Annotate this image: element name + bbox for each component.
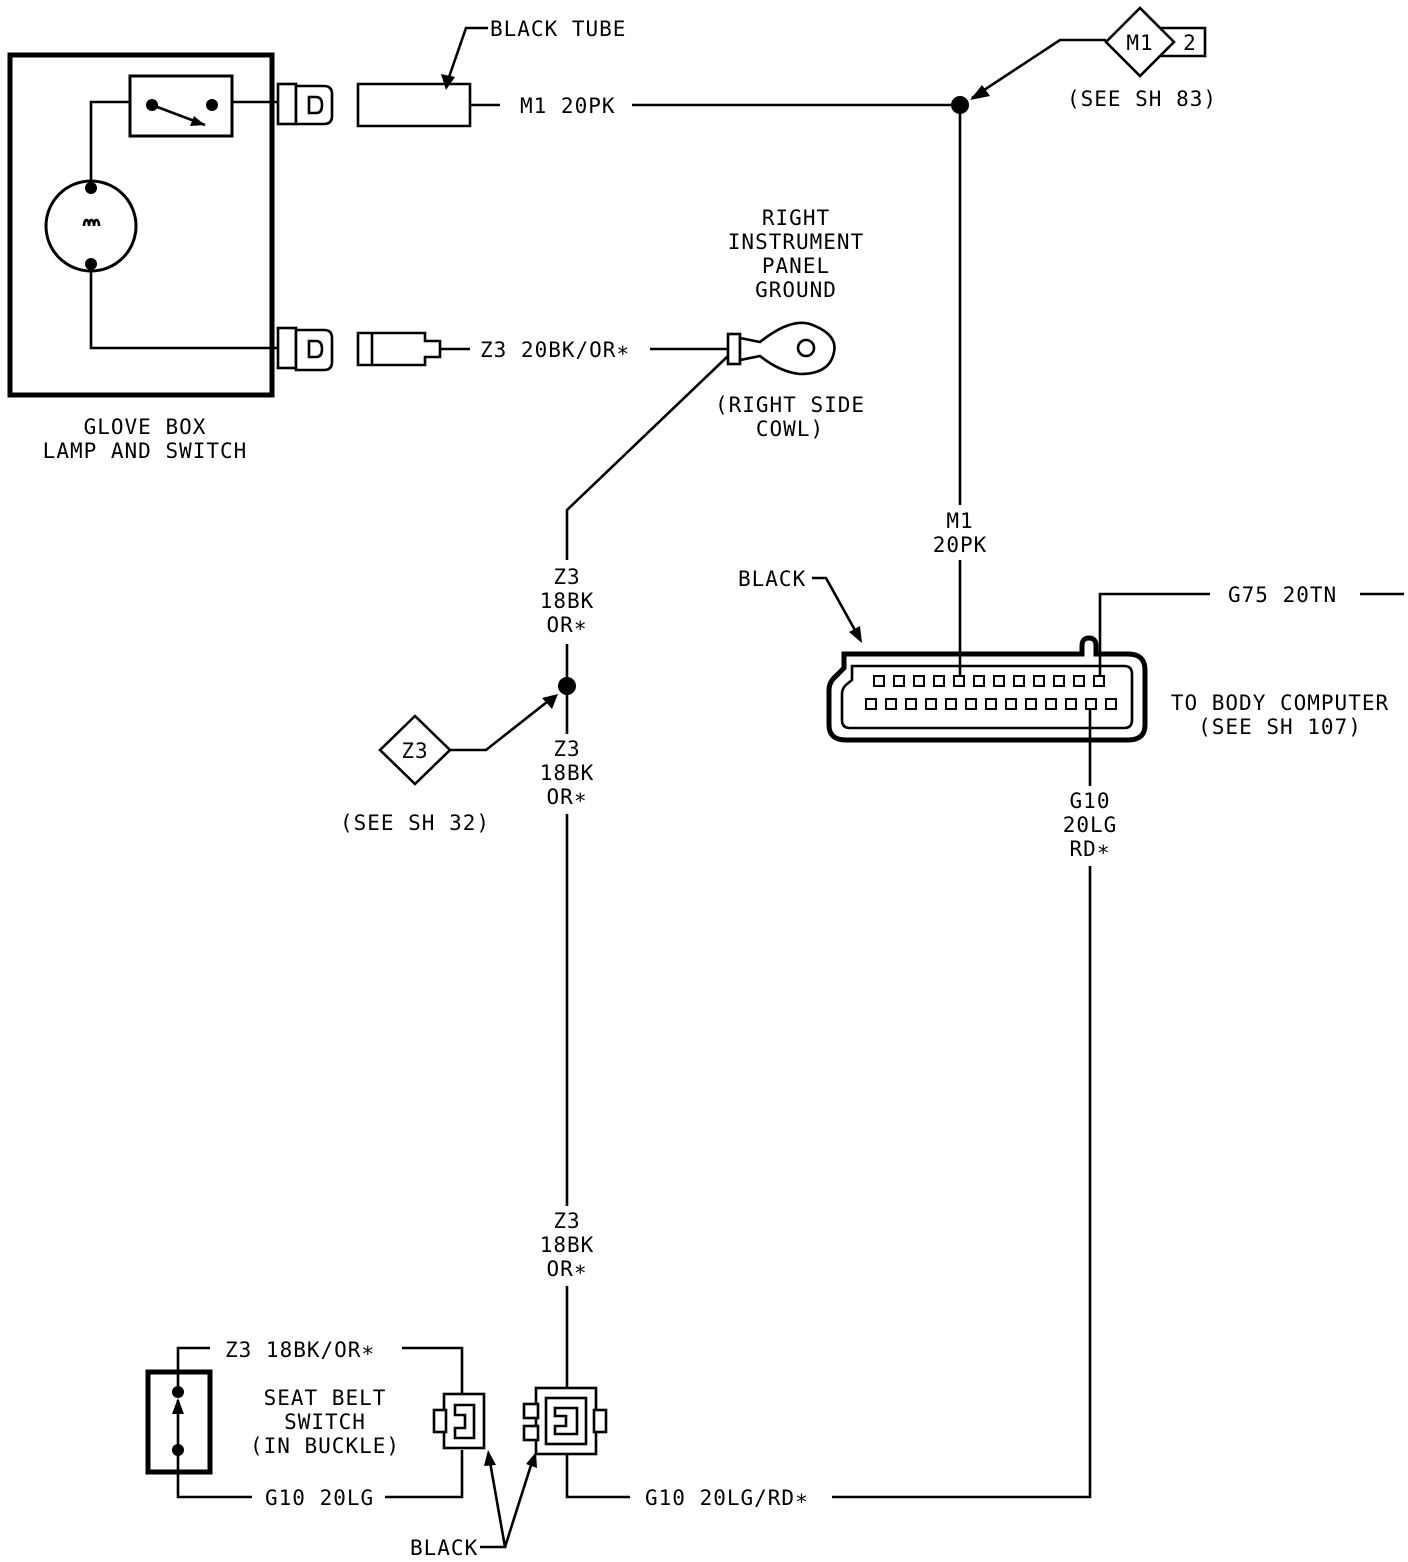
ground-location-line1: (RIGHT SIDE <box>715 393 865 417</box>
glove-box-terminal-bottom <box>276 326 334 372</box>
black-tube-label: BLACK TUBE <box>490 17 626 41</box>
ground-label-line4: GROUND <box>755 278 837 302</box>
wire-label-g10-vert-3: RD∗ <box>1070 837 1111 861</box>
seat-belt-switch <box>145 1346 252 1499</box>
reference-m1-see: (SEE SH 83) <box>1067 87 1217 111</box>
ground-label-line3: PANEL <box>762 254 830 278</box>
wire-label-m1-vert-1: M1 <box>946 509 973 533</box>
wire-label-m1-vert-2: 20PK <box>933 533 988 557</box>
glove-box-label-line1: GLOVE BOX <box>84 415 207 439</box>
wire-label-z3-lower-1: Z3 <box>553 1209 580 1233</box>
wire-g75 <box>1098 592 1210 676</box>
wire-label-g10-bottom: G10 20LG/RD∗ <box>645 1486 809 1510</box>
wire-label-z3-ground: Z3 20BK/OR∗ <box>480 338 630 362</box>
connector-pins-bottom-row <box>865 698 1117 710</box>
body-computer-arrow-icon <box>849 626 862 643</box>
wire-label-z3-switch: Z3 18BK/OR∗ <box>225 1338 375 1362</box>
reference-m1-code: M1 <box>1126 31 1153 55</box>
black-tube-connector <box>356 82 500 128</box>
connector-pins-top-row <box>873 675 1105 687</box>
wire-z3-diagonal <box>565 355 729 560</box>
reference-z3: Z3 <box>378 694 558 786</box>
seat-belt-connector-left <box>432 1392 486 1450</box>
wire-label-g10-switch: G10 20LG <box>265 1486 374 1510</box>
black-tube-leader <box>446 26 488 81</box>
seat-belt-label-line1: SEAT BELT <box>264 1386 387 1410</box>
wire-label-g75: G75 20TN <box>1228 583 1337 607</box>
seat-belt-label-line2: SWITCH <box>284 1410 366 1434</box>
glove-box-label-line2: LAMP AND SWITCH <box>43 439 248 463</box>
ground-label-line1: RIGHT <box>762 206 830 230</box>
wire-label-z3-mid-1: Z3 <box>553 737 580 761</box>
connector-arrow-left-icon <box>484 1450 496 1466</box>
connector-arrow-right-icon <box>526 1452 537 1468</box>
seat-belt-connector-color: BLACK <box>410 1536 478 1560</box>
reference-m1: M1 2 <box>970 6 1207 100</box>
wire-label-z3-mid-2: 18BK <box>540 761 595 785</box>
reference-m1-number: 2 <box>1183 31 1197 55</box>
glove-box-terminal-top <box>276 82 334 126</box>
reference-z3-code: Z3 <box>401 739 428 763</box>
black-tube-arrow-icon <box>441 74 455 90</box>
body-computer-connector <box>826 635 1148 743</box>
splice-z3 <box>558 677 576 695</box>
wire-label-z3-lower-2: 18BK <box>540 1233 595 1257</box>
wire-label-m1-top: M1 20PK <box>520 94 616 118</box>
wire-label-g10-vert-1: G10 <box>1070 789 1111 813</box>
seat-belt-connector-right <box>522 1386 608 1456</box>
ground-eyelet-icon <box>726 321 836 376</box>
wire-label-z3-upper-3: OR∗ <box>547 613 588 637</box>
z3-connector <box>356 331 470 367</box>
wire-label-z3-mid-3: OR∗ <box>547 785 588 809</box>
lamp-icon <box>44 179 138 273</box>
reference-z3-see: (SEE SH 32) <box>340 811 490 835</box>
ground-location-line2: COWL) <box>756 417 824 441</box>
wire-label-z3-upper-1: Z3 <box>553 565 580 589</box>
wire-label-g10-vert-2: 20LG <box>1063 813 1118 837</box>
body-computer-label-line2: (SEE SH 107) <box>1198 715 1362 739</box>
seat-belt-label-line3: (IN BUCKLE) <box>250 1434 400 1458</box>
glove-box-lamp-switch <box>7 52 334 398</box>
body-computer-connector-color: BLACK <box>738 567 806 591</box>
body-computer-label-line1: TO BODY COMPUTER <box>1171 691 1389 715</box>
wire-label-z3-lower-3: OR∗ <box>547 1257 588 1281</box>
wire-label-z3-upper-2: 18BK <box>540 589 595 613</box>
ground-label-line2: INSTRUMENT <box>728 230 864 254</box>
